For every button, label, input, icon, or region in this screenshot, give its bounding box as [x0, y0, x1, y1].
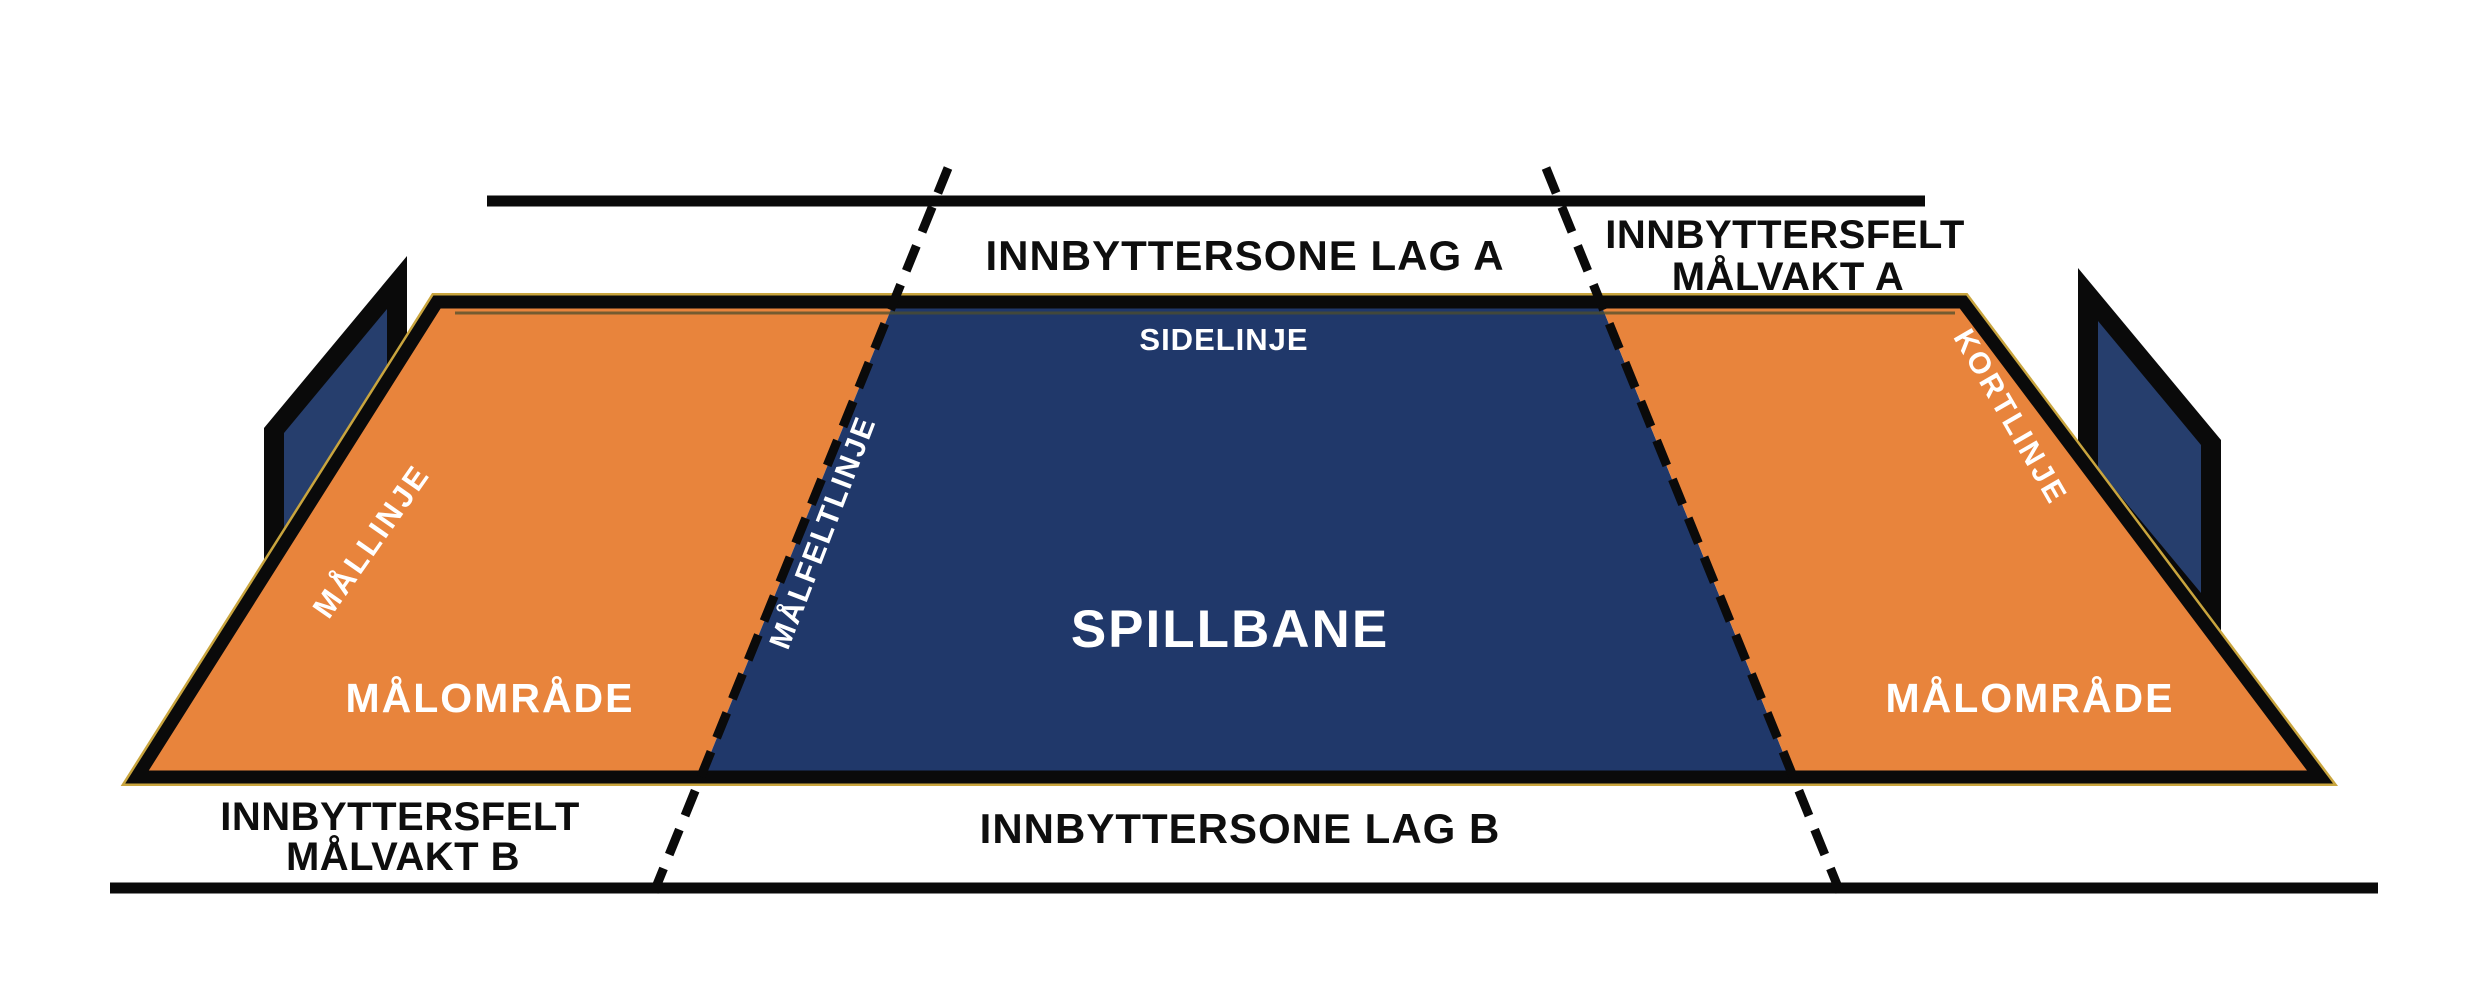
label-keeper-field-a-line1: INNBYTTERSFELT — [1605, 213, 1965, 257]
goal-area-right-zone — [1600, 302, 2320, 777]
label-keeper-field-b-line2: MÅLVAKT B — [286, 834, 520, 879]
label-keeper-field-a-line2: MÅLVAKT A — [1672, 254, 1905, 299]
court-border — [125, 295, 2334, 784]
label-substitution-zone-team-b: INNBYTTERSONE LAG B — [980, 805, 1501, 852]
label-goal-area-right: MÅLOMRÅDE — [1885, 675, 2174, 721]
label-keeper-field-b-line1: INNBYTTERSFELT — [220, 795, 580, 839]
label-substitution-zone-team-a: INNBYTTERSONE LAG A — [985, 232, 1504, 279]
label-goal-area-left: MÅLOMRÅDE — [345, 675, 634, 721]
goal-field-dashed-line-left — [649, 166, 953, 894]
goal-field-dashed-line-right — [1541, 166, 1845, 894]
goal-area-left-zone — [137, 302, 894, 777]
label-playing-field: SPILLBANE — [1071, 600, 1389, 659]
playing-field-zone — [701, 302, 1793, 777]
label-sideline: SIDELINJE — [1139, 322, 1308, 357]
goal-right-net — [2098, 321, 2201, 593]
